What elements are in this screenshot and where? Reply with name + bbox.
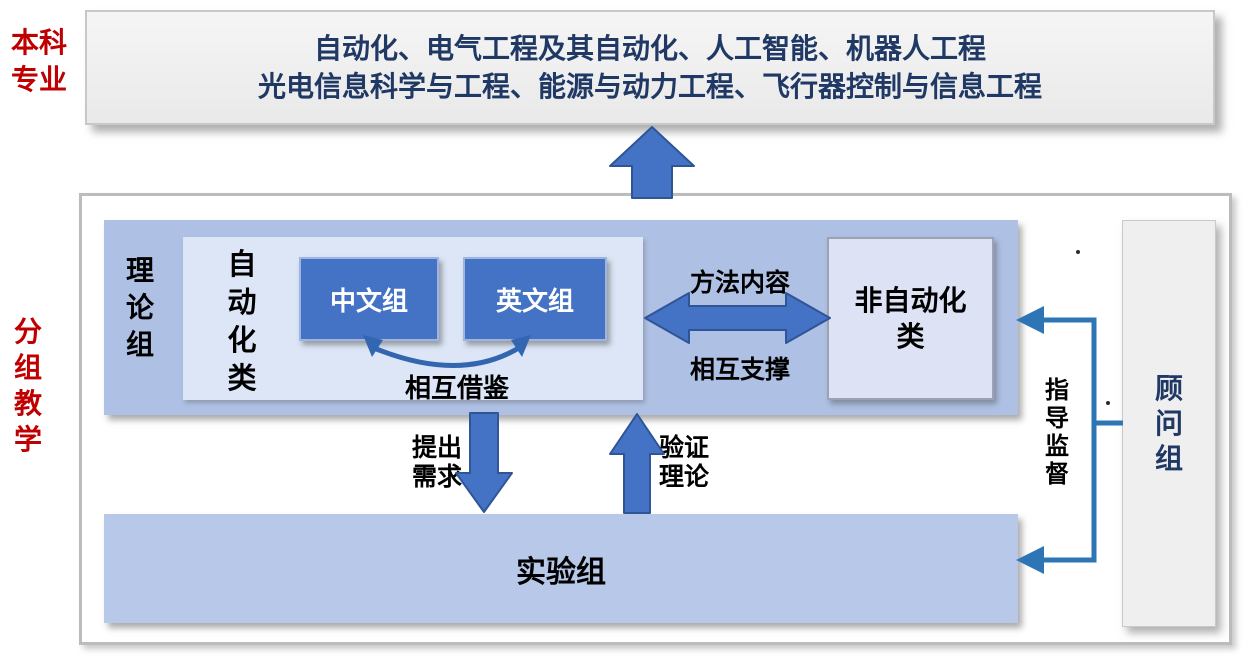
non-automation-line2: 类 [896, 320, 925, 352]
stray-dot-1 [1076, 250, 1080, 254]
advisor-group-box: 顾问组 [1122, 220, 1216, 627]
verify-theory-label: 验证 理论 [652, 434, 716, 492]
english-group-box: 英文组 [463, 257, 607, 341]
undergrad-label-line1: 本科 [10, 27, 67, 58]
verify-theory-line2: 理论 [658, 463, 709, 491]
guide-supervise-label: 指导监督 [1045, 377, 1069, 488]
theory-group-label: 理论组 [125, 255, 154, 360]
english-group-label: 英文组 [495, 285, 574, 316]
automation-category-label: 自动化类 [227, 249, 257, 395]
non-automation-box: 非自动化 类 [827, 237, 994, 400]
mutual-support-label: 相互支撑 [689, 356, 790, 384]
non-automation-line1: 非自动化 [854, 284, 967, 316]
advisor-group-label: 顾问组 [1154, 373, 1183, 474]
chinese-group-label: 中文组 [329, 285, 408, 316]
verify-theory-line1: 验证 [658, 434, 709, 462]
chinese-group-box: 中文组 [299, 257, 439, 341]
experiment-group-box: 实验组 [104, 514, 1018, 623]
majors-up-arrow [609, 126, 695, 199]
mutual-reference-label: 相互借鉴 [404, 373, 509, 403]
experiment-group-label: 实验组 [516, 555, 606, 589]
propose-demand-line1: 提出 [411, 434, 462, 462]
group-teaching-side-label: 分组教学 [13, 316, 42, 455]
undergrad-majors-side-label: 本科 专业 [4, 24, 74, 98]
majors-box: 自动化、电气工程及其自动化、人工智能、机器人工程 光电信息科学与工程、能源与动力… [85, 10, 1215, 125]
majors-line-1: 自动化、电气工程及其自动化、人工智能、机器人工程 [313, 32, 986, 64]
undergrad-label-line2: 专业 [10, 64, 67, 95]
stray-dot-2 [1106, 401, 1110, 405]
propose-demand-label: 提出 需求 [405, 434, 469, 492]
propose-demand-line2: 需求 [411, 463, 462, 491]
method-content-label: 方法内容 [689, 269, 790, 297]
majors-line-2: 光电信息科学与工程、能源与动力工程、飞行器控制与信息工程 [257, 70, 1042, 102]
